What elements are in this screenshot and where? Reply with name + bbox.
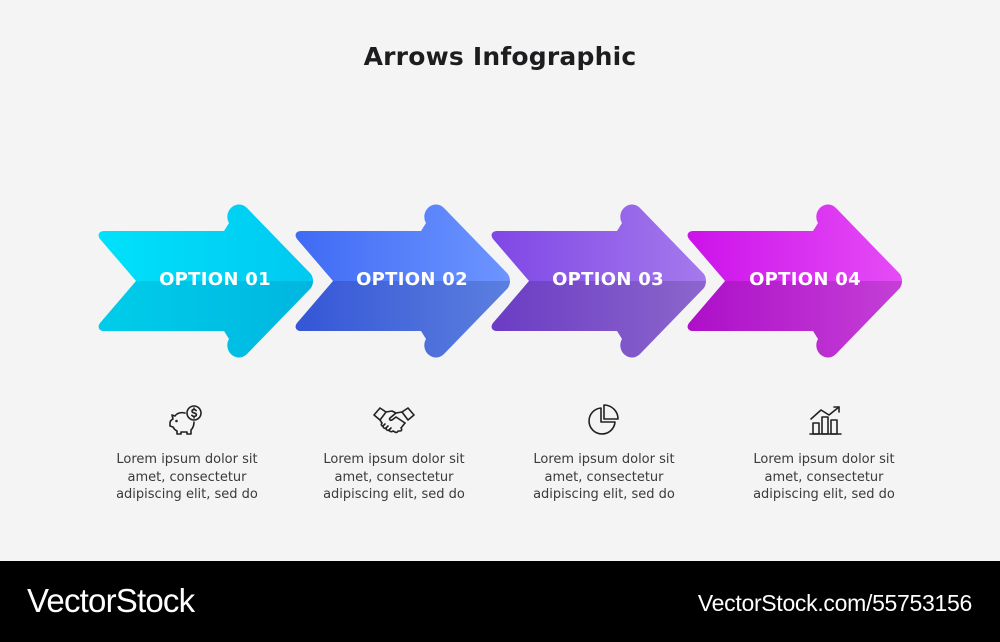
description-line: Lorem ipsum dolor sit [753,452,895,467]
bar-chart-growth-icon [809,406,842,435]
description-line: adipiscing elit, sed do [116,487,258,502]
step-description-3: Lorem ipsum dolor sit amet, consectetur … [509,451,699,504]
description-line: Lorem ipsum dolor sit [533,452,675,467]
arrow-label-2: OPTION 02 [356,269,468,290]
description-line: Lorem ipsum dolor sit [116,452,258,467]
description-line: adipiscing elit, sed do [323,487,465,502]
description-line: amet, consectetur [764,469,884,485]
description-line: adipiscing elit, sed do [533,487,675,502]
arrows-diagram [98,204,902,358]
arrow-step-2 [295,204,510,358]
arrow-label-3: OPTION 03 [552,269,664,290]
pie-chart-icon [588,404,619,435]
description-line: amet, consectetur [544,469,664,485]
image-id-text: VectorStock.com/55753156 [697,590,972,616]
page-title: Arrows Infographic [363,42,637,71]
description-line: amet, consectetur [127,469,247,485]
step-description-2: Lorem ipsum dolor sit amet, consectetur … [299,451,489,504]
description-line: adipiscing elit, sed do [753,487,895,502]
watermark-footer: VectorStock VectorStock.com/55753156 [0,561,1000,642]
handshake-icon [373,407,415,434]
arrow-label-4: OPTION 04 [749,269,861,290]
arrow-label-1: OPTION 01 [159,269,271,290]
arrow-step-4 [687,204,902,358]
vectorstock-logo: VectorStock [27,582,195,619]
description-line: amet, consectetur [334,469,454,485]
piggy-bank-dollar-icon [169,405,202,435]
description-line: Lorem ipsum dolor sit [323,452,465,467]
arrow-step-3 [491,204,706,358]
step-description-1: Lorem ipsum dolor sit amet, consectetur … [92,451,282,504]
arrow-step-1 [98,204,313,358]
step-description-4: Lorem ipsum dolor sit amet, consectetur … [729,451,919,504]
